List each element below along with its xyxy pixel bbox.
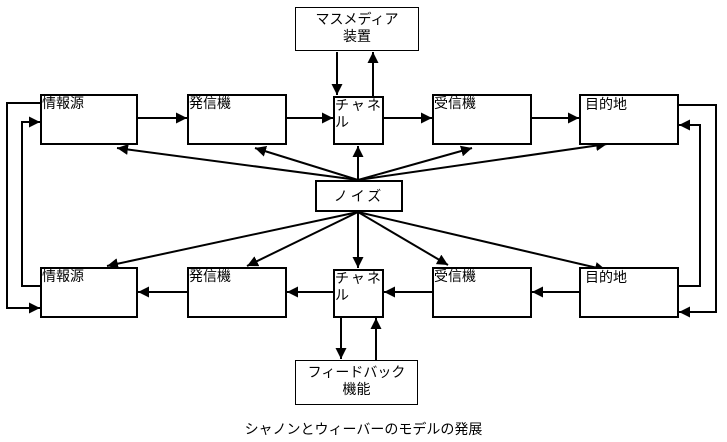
arrow-noise-to-bottom-receiver: [357, 211, 449, 266]
arrow-noise-to-bottom-transmitter: [246, 211, 359, 267]
top-transmitter-box: 発信機: [187, 94, 287, 145]
bottom-transmitter-label: 発信機: [189, 269, 231, 285]
arrow-top-destination-to-bottom-destination: [679, 104, 717, 318]
feedback-label: フィードバック 機能: [296, 365, 417, 399]
arrow-noise-to-bottom-source: [106, 211, 359, 270]
top-receiver-label: 受信機: [434, 96, 476, 112]
arrow-noise-to-top-source: [116, 143, 359, 181]
diagram-caption: シャノンとウィーバーのモデルの発展: [244, 422, 483, 438]
arrow-noise-to-top-transmitter: [254, 146, 359, 181]
top-source-label: 情報源: [42, 96, 84, 112]
feedback-label-line1: フィードバック: [307, 365, 406, 381]
arrow-noise-to-top-destination: [357, 140, 608, 181]
top-channel-label: チャネル: [335, 98, 383, 131]
top-destination-label: 目的地: [585, 97, 627, 113]
arrow-noise-to-top-receiver: [357, 145, 473, 181]
bottom-channel-label: チャネル: [335, 271, 383, 304]
mass-media-label: マスメディア 装置: [296, 12, 418, 46]
arrow-top-source-to-bottom-source: [6, 102, 40, 314]
bottom-channel-box: チャネル: [333, 269, 384, 318]
bottom-destination-box: 目的地: [579, 267, 679, 318]
bottom-source-box: 情報源: [40, 267, 138, 318]
top-channel-box: チャネル: [333, 96, 384, 145]
top-destination-box: 目的地: [579, 94, 679, 145]
arrow-bottom-destination-to-top-destination: [679, 119, 701, 287]
mass-media-box: マスメディア 装置: [295, 7, 419, 51]
arrow-noise-to-bottom-destination: [357, 211, 607, 273]
bottom-source-label: 情報源: [42, 269, 84, 285]
feedback-box: フィードバック 機能: [295, 360, 418, 405]
noise-label: ノイズ: [333, 189, 385, 205]
top-receiver-box: 受信機: [432, 94, 532, 145]
mass-media-label-line2: 装置: [343, 29, 371, 45]
feedback-label-line2: 機能: [342, 382, 371, 398]
noise-box: ノイズ: [315, 180, 403, 212]
bottom-receiver-label: 受信機: [434, 269, 476, 285]
bottom-transmitter-box: 発信機: [187, 267, 287, 318]
top-source-box: 情報源: [40, 94, 138, 145]
bottom-receiver-box: 受信機: [432, 267, 532, 318]
mass-media-label-line1: マスメディア: [315, 12, 399, 28]
bottom-destination-label: 目的地: [585, 270, 627, 286]
top-transmitter-label: 発信機: [189, 96, 231, 112]
arrow-bottom-source-to-top-source: [21, 116, 40, 287]
